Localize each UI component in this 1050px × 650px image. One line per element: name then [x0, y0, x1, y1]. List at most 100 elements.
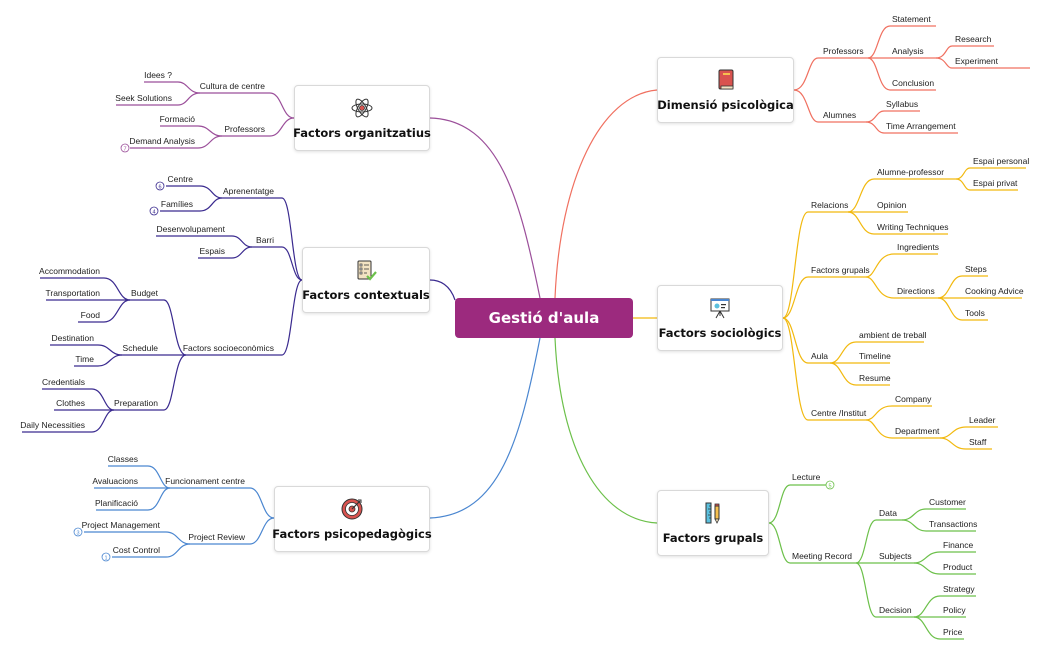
node-credentials[interactable]: Credentials — [42, 377, 85, 387]
node-seek-solutions[interactable]: Seek Solutions — [115, 93, 172, 103]
node-alumnes[interactable]: Alumnes — [823, 110, 856, 120]
topic-factors-organitzatius[interactable]: Factors organitzatius — [293, 85, 431, 151]
node-company[interactable]: Company — [895, 394, 932, 404]
node-conclusion[interactable]: Conclusion — [892, 78, 934, 88]
topic-factors-contextuals[interactable]: Factors contextuals — [302, 247, 430, 313]
node-writing-techniques[interactable]: Writing Techniques — [877, 222, 949, 232]
node-idees[interactable]: Idees ? — [144, 70, 172, 80]
central-topic[interactable]: Gestió d'aula — [455, 298, 633, 338]
node-factors-grupals-sub[interactable]: Factors grupals — [811, 265, 870, 275]
node-meeting-record[interactable]: Meeting Record — [792, 551, 852, 561]
node-subjects[interactable]: Subjects — [879, 551, 912, 561]
node-analysis[interactable]: Analysis — [892, 46, 924, 56]
atom-icon — [351, 98, 373, 118]
node-ingredients[interactable]: Ingredients — [897, 242, 939, 252]
node-experiment[interactable]: Experiment — [955, 56, 999, 66]
node-finance[interactable]: Finance — [943, 540, 974, 550]
node-clothes[interactable]: Clothes — [56, 398, 85, 408]
lecture-badge[interactable]: 5 — [825, 480, 835, 490]
node-ambient-de-treball[interactable]: ambient de treball — [859, 330, 927, 340]
node-lecture[interactable]: Lecture — [792, 472, 821, 482]
node-directions[interactable]: Directions — [897, 286, 935, 296]
node-customer[interactable]: Customer — [929, 497, 966, 507]
topic-factors-grupals[interactable]: Factors grupals — [657, 490, 769, 556]
node-centre[interactable]: Centre — [167, 174, 193, 184]
edge-central-organitzatius — [429, 117, 541, 299]
node-demand-analysis[interactable]: Demand Analysis — [129, 136, 195, 146]
node-espais[interactable]: Espais — [199, 246, 225, 256]
node-cooking-advice[interactable]: Cooking Advice — [965, 286, 1024, 296]
node-barri[interactable]: Barri — [256, 235, 274, 245]
demand-analysis-badge[interactable]: 7 — [120, 143, 130, 153]
project-management-badge[interactable]: 3 — [73, 527, 83, 537]
svg-text:5: 5 — [828, 484, 831, 490]
node-accommodation[interactable]: Accommodation — [39, 266, 100, 276]
svg-text:3: 3 — [76, 531, 79, 537]
node-espai-personal[interactable]: Espai personal — [973, 156, 1029, 166]
families-badge[interactable]: 4 — [149, 206, 159, 216]
node-data[interactable]: Data — [879, 508, 897, 518]
node-project-management[interactable]: Project Management — [82, 520, 161, 530]
edge-central-dimensio — [554, 89, 658, 299]
node-formacio[interactable]: Formació — [160, 114, 196, 124]
node-statement[interactable]: Statement — [892, 14, 931, 24]
node-schedule[interactable]: Schedule — [123, 343, 159, 353]
node-food[interactable]: Food — [81, 310, 101, 320]
centre-badge[interactable]: 6 — [155, 181, 165, 191]
node-espai-privat[interactable]: Espai privat — [973, 178, 1018, 188]
topic-factors-sociologics[interactable]: Factors sociològics — [657, 285, 783, 351]
node-aula[interactable]: Aula — [811, 351, 828, 361]
cost-control-badge[interactable]: 1 — [101, 552, 111, 562]
node-time[interactable]: Time — [75, 354, 94, 364]
node-alumne-professor[interactable]: Alumne-professor — [877, 167, 944, 177]
node-cost-control[interactable]: Cost Control — [113, 545, 160, 555]
node-budget[interactable]: Budget — [131, 288, 159, 298]
topic-title: Dimensió psicològica — [657, 98, 794, 112]
node-policy[interactable]: Policy — [943, 605, 966, 615]
node-preparation[interactable]: Preparation — [114, 398, 158, 408]
node-org-professors[interactable]: Professors — [224, 124, 265, 134]
svg-text:6: 6 — [158, 185, 161, 191]
node-project-review[interactable]: Project Review — [188, 532, 246, 542]
node-cultura-de-centre[interactable]: Cultura de centre — [200, 81, 265, 91]
node-desenvolupament[interactable]: Desenvolupament — [156, 224, 225, 234]
presentation-board-icon — [710, 298, 730, 319]
topic-dimensio-psicologica[interactable]: Dimensió psicològica — [657, 57, 794, 123]
node-timeline[interactable]: Timeline — [859, 351, 891, 361]
node-department[interactable]: Department — [895, 426, 940, 436]
node-research[interactable]: Research — [955, 34, 992, 44]
node-daily-necessities[interactable]: Daily Necessities — [20, 420, 85, 430]
node-price[interactable]: Price — [943, 627, 963, 637]
node-product[interactable]: Product — [943, 562, 973, 572]
svg-text:1: 1 — [104, 556, 107, 562]
node-funcionament-centre[interactable]: Funcionament centre — [165, 476, 245, 486]
node-families[interactable]: Famílies — [161, 199, 193, 209]
node-aprenentatge[interactable]: Aprenentatge — [223, 186, 274, 196]
node-transportation[interactable]: Transportation — [46, 288, 101, 298]
node-planificacio[interactable]: Planificació — [95, 498, 138, 508]
node-relacions[interactable]: Relacions — [811, 200, 848, 210]
svg-text:7: 7 — [123, 147, 126, 153]
node-avaluacions[interactable]: Avaluacions — [92, 476, 138, 486]
node-staff[interactable]: Staff — [969, 437, 987, 447]
node-destination[interactable]: Destination — [51, 333, 94, 343]
node-decision[interactable]: Decision — [879, 605, 912, 615]
node-leader[interactable]: Leader — [969, 415, 996, 425]
node-steps[interactable]: Steps — [965, 264, 987, 274]
node-factors-socioeconomics[interactable]: Factors socioeconòmics — [183, 343, 274, 353]
node-centre-institut[interactable]: Centre /Institut — [811, 408, 867, 418]
node-resume[interactable]: Resume — [859, 373, 891, 383]
node-classes[interactable]: Classes — [108, 454, 138, 464]
node-opinion[interactable]: Opinion — [877, 200, 907, 210]
node-time-arrangement[interactable]: Time Arrangement — [886, 121, 956, 131]
node-professors[interactable]: Professors — [823, 46, 864, 56]
node-tools[interactable]: Tools — [965, 308, 985, 318]
svg-text:4: 4 — [152, 210, 155, 216]
topic-factors-psicopedagogics[interactable]: Factors psicopedagògics — [272, 486, 432, 552]
topic-title: Factors organitzatius — [293, 126, 431, 140]
edge-central-contextuals — [429, 279, 456, 301]
node-transactions[interactable]: Transactions — [929, 519, 977, 529]
node-syllabus[interactable]: Syllabus — [886, 99, 918, 109]
node-strategy[interactable]: Strategy — [943, 584, 975, 594]
